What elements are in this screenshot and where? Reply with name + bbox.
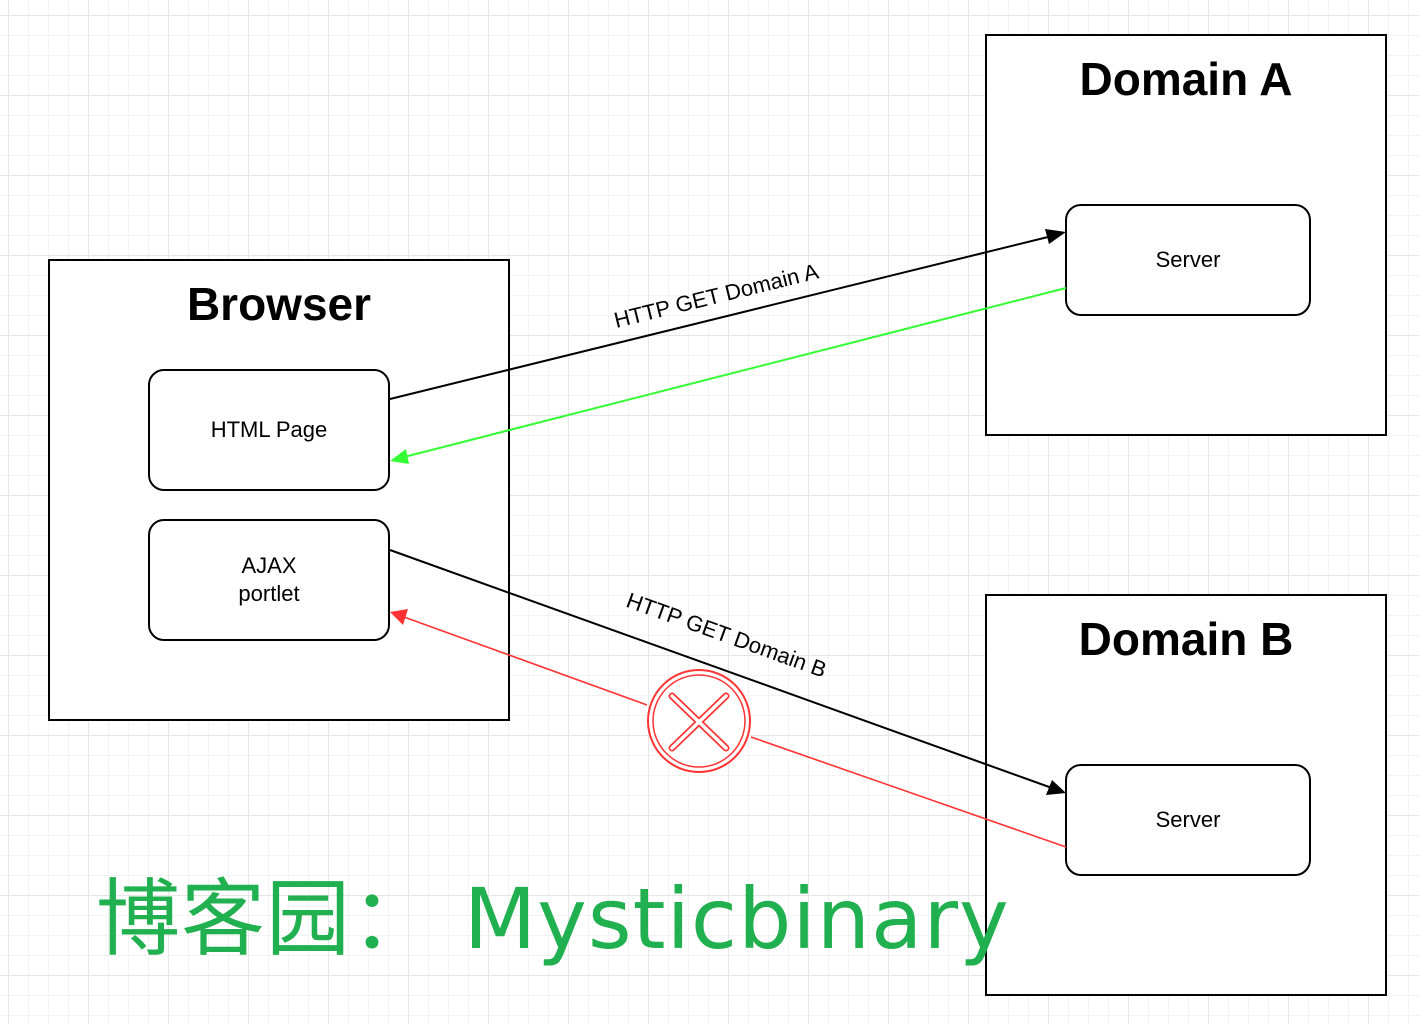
domain-a-title: Domain A	[1079, 53, 1293, 105]
html-page-label: HTML Page	[210, 417, 328, 442]
server-a-node[interactable]: Server	[1065, 204, 1311, 316]
html-page-node[interactable]: HTML Page	[148, 369, 390, 491]
ajax-portlet-node[interactable]: AJAX portlet	[148, 519, 390, 641]
browser-title: Browser	[186, 278, 372, 330]
request-label-domain-a: HTTP GET Domain A	[612, 259, 822, 333]
server-a-label: Server	[1155, 247, 1221, 272]
ajax-portlet-label: AJAX portlet	[238, 553, 300, 606]
blog-watermark: 博客园： Mysticbinary	[96, 870, 1010, 968]
server-b-node[interactable]: Server	[1065, 764, 1311, 876]
blocked-x-icon	[647, 669, 751, 773]
server-b-label: Server	[1155, 807, 1221, 832]
request-label-domain-b: HTTP GET Domain B	[623, 587, 830, 682]
domain-b-title: Domain B	[1078, 613, 1294, 665]
